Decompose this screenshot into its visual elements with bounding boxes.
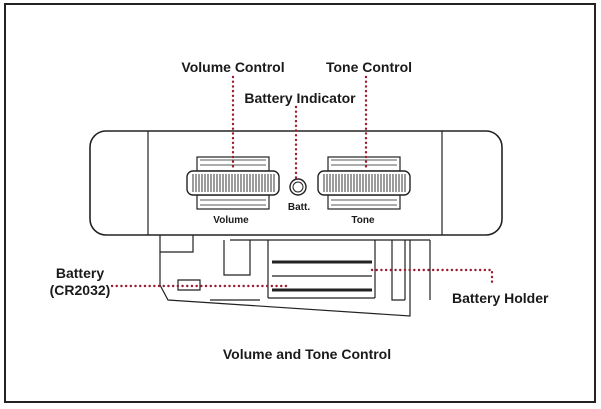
battery-holder-leader (370, 268, 494, 286)
battery-cell (272, 260, 372, 292)
volume-control-label: Volume Control (181, 59, 285, 75)
tone-knob (317, 156, 411, 210)
volume-knob (186, 156, 280, 210)
diagram-caption: Volume and Tone Control (222, 346, 392, 362)
battery-indicator-led (289, 178, 307, 196)
battery-label-line2: (CR2032) (49, 282, 111, 298)
panel-volume-label: Volume (213, 215, 249, 226)
panel-tone-label: Tone (351, 215, 375, 226)
tone-control-label: Tone Control (325, 59, 413, 75)
battery-indicator-label: Battery Indicator (244, 90, 356, 106)
battery-label: Battery (CR2032) (44, 265, 116, 299)
battery-holder-label: Battery Holder (452, 290, 549, 306)
panel-batt-label: Batt. (287, 202, 311, 213)
battery-label-line1: Battery (55, 265, 105, 281)
diagram-frame (4, 3, 596, 403)
